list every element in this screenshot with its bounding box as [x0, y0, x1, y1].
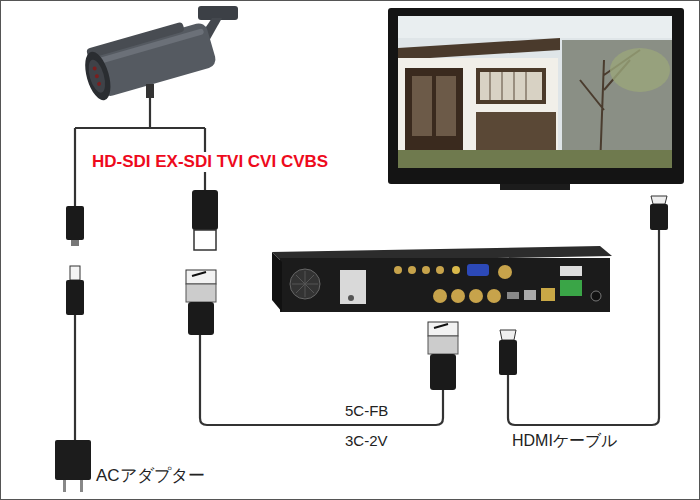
dvr-recorder — [348, 295, 354, 301]
camera — [97, 81, 102, 86]
hdmi-connector — [651, 196, 667, 204]
television — [500, 184, 570, 190]
dvr-recorder — [433, 289, 447, 303]
bnc-connector — [430, 354, 456, 390]
television — [436, 76, 456, 136]
ac-adapter — [55, 440, 91, 480]
cable-type: 3C-2V — [345, 432, 388, 449]
dvr-recorder — [272, 246, 612, 312]
television — [398, 38, 560, 60]
dvr-recorder — [451, 289, 465, 303]
bnc-connector — [194, 230, 216, 250]
bnc-connector — [186, 284, 216, 302]
dvr-recorder — [280, 258, 610, 312]
dvr-recorder — [290, 269, 320, 299]
hdmi-connector — [499, 340, 517, 375]
dvr-recorder — [560, 280, 582, 296]
hdmi-connector — [650, 204, 668, 230]
television — [562, 40, 672, 168]
television — [405, 68, 463, 158]
dvr-recorder — [507, 292, 519, 299]
camera — [79, 16, 218, 103]
camera — [94, 74, 99, 79]
wire — [74, 315, 76, 440]
part-name: ACアダプター — [96, 466, 205, 486]
bnc-connector — [428, 336, 458, 354]
label-holder: HD-SDI EX-SDI TVI CVI CVBS — [90, 152, 330, 172]
television — [398, 16, 672, 168]
television — [480, 72, 542, 100]
dvr-recorder — [524, 290, 536, 300]
bnc-connector — [192, 190, 218, 230]
dvr-recorder — [560, 266, 582, 276]
bnc-connector — [192, 272, 206, 276]
television — [398, 16, 672, 38]
dvr-recorder — [452, 266, 460, 274]
dvr-recorder — [469, 289, 483, 303]
ac-adapter — [80, 480, 83, 492]
ac-adapter — [55, 440, 91, 492]
bnc-connector — [434, 324, 448, 328]
power-plug — [70, 266, 80, 280]
dvr-recorder — [272, 252, 282, 312]
dvr-recorder — [498, 265, 512, 279]
dvr-recorder — [541, 288, 555, 301]
ac-adapter — [63, 480, 66, 492]
dvr-recorder — [436, 266, 444, 274]
power-plug — [66, 280, 84, 315]
label-holder: 5C-FB — [345, 402, 388, 419]
power-plug — [66, 206, 84, 240]
television — [388, 8, 684, 190]
signal-types: HD-SDI EX-SDI TVI CVI CVBS — [90, 152, 330, 172]
label-holder: ACアダプター — [96, 466, 205, 486]
bnc-connector — [188, 302, 214, 335]
dvr-recorder — [467, 264, 489, 276]
dvr-recorder — [591, 291, 601, 301]
cable-type: 5C-FB — [345, 402, 388, 419]
television — [412, 76, 432, 136]
dvr-recorder — [340, 270, 366, 304]
label-holder: HDMIケーブル — [512, 432, 617, 450]
camera — [198, 6, 238, 20]
camera — [79, 6, 238, 103]
wire — [200, 335, 443, 425]
camera — [97, 28, 204, 64]
camera — [80, 49, 115, 103]
television — [388, 8, 684, 184]
camera — [92, 66, 97, 71]
dvr-recorder — [487, 289, 501, 303]
power-plug — [66, 206, 84, 315]
camera — [146, 84, 154, 98]
camera — [85, 58, 108, 95]
dvr-recorder — [292, 271, 318, 297]
television — [476, 68, 546, 104]
television — [398, 150, 672, 168]
television — [490, 72, 526, 100]
label-holder: 3C-2V — [345, 432, 388, 449]
dvr-recorder — [422, 266, 430, 274]
bnc-connector — [186, 270, 216, 284]
dvr-recorder — [408, 266, 416, 274]
television — [398, 58, 558, 158]
television — [610, 48, 670, 92]
bnc-connector — [428, 322, 458, 336]
power-plug — [71, 240, 79, 246]
dvr-recorder — [394, 266, 402, 274]
hdmi-connector — [500, 330, 516, 340]
cable-name: HDMIケーブル — [512, 432, 617, 450]
